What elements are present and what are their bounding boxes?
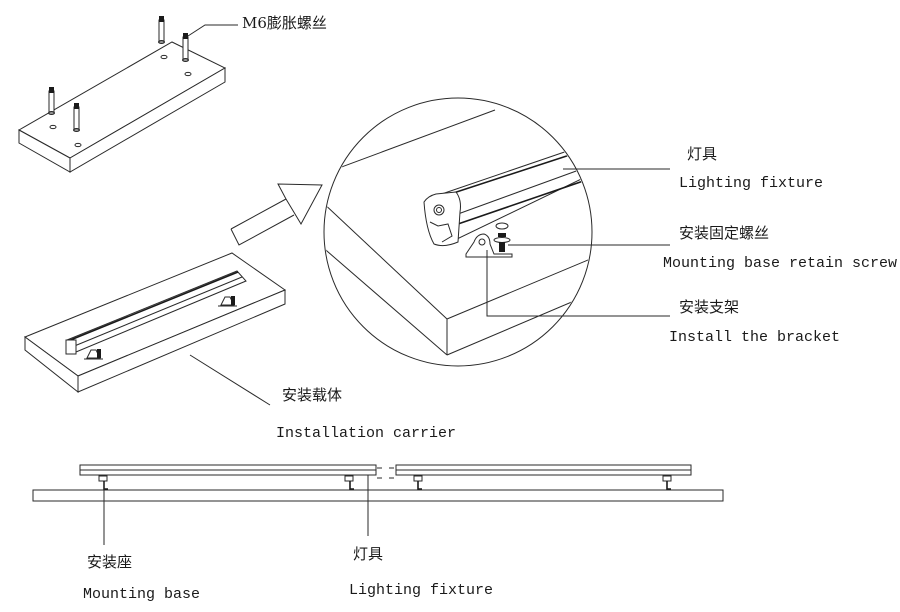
label-mounting-base-cn: 安装座	[87, 553, 133, 571]
expansion-screw	[182, 33, 189, 62]
label-mounting-base-en: Mounting base	[83, 586, 201, 603]
fixture-end-cap-closeup	[423, 191, 461, 247]
mounting-base-side	[344, 475, 354, 490]
expansion-screw	[158, 16, 165, 44]
label-bracket-cn: 安装支架	[679, 298, 740, 316]
leader-line-bracket	[486, 250, 670, 317]
side-elevation	[32, 464, 724, 545]
hole	[49, 124, 57, 130]
hole	[74, 142, 82, 148]
carrier-side-face	[77, 289, 286, 393]
expansion-screw	[73, 103, 80, 132]
mounting-base-side	[662, 475, 672, 490]
hole	[160, 54, 168, 60]
mounting-bracket	[218, 296, 237, 307]
label-fixture-side-cn: 灯具	[353, 545, 384, 563]
retain-screw-head	[495, 222, 509, 230]
carrier-slab-with-screws	[17, 16, 238, 173]
label-lighting-fixture-cn: 灯具	[687, 145, 718, 163]
carrier-side-view	[32, 489, 724, 502]
leader-line-expansion-screw	[187, 24, 238, 37]
label-bracket-en: Install the bracket	[669, 329, 841, 346]
label-carrier-cn: 安装载体	[282, 386, 343, 404]
label-retain-screw-en: Mounting base retain screw	[663, 255, 898, 272]
connector-icon	[377, 467, 394, 479]
label-expansion-screw-cn: M6膨胀螺丝	[242, 14, 327, 32]
detail-zoom-circle	[323, 97, 670, 367]
fixture-end-cap	[65, 339, 77, 355]
label-fixture-side-en: Lighting fixture	[349, 582, 494, 599]
label-retain-screw-cn: 安装固定螺丝	[679, 224, 770, 242]
mounting-bracket	[84, 349, 103, 360]
direction-arrow-icon	[230, 183, 323, 230]
mounting-base-side	[413, 475, 423, 490]
expansion-screw	[48, 87, 55, 115]
label-lighting-fixture-en: Lighting fixture	[679, 175, 824, 192]
carrier-with-fixture	[23, 252, 287, 406]
leader-line-carrier	[189, 354, 271, 406]
zoom-circle	[323, 97, 593, 367]
hole	[184, 71, 192, 77]
slab-side-face	[69, 67, 226, 173]
label-carrier-en: Installation carrier	[276, 425, 457, 442]
install-bracket-closeup	[465, 233, 513, 258]
